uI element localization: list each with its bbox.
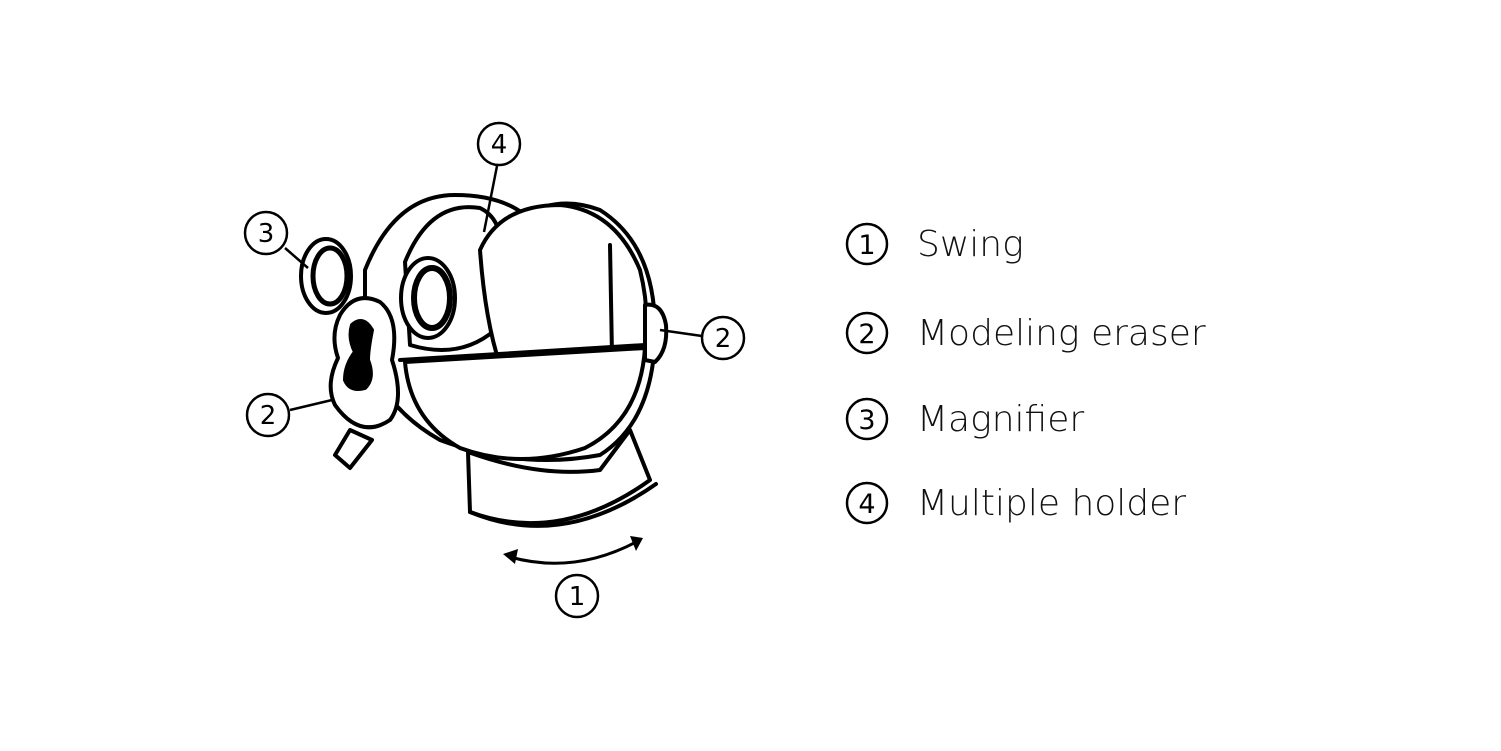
callout-left-upper-circle	[243, 210, 289, 256]
callout-left-lower-number: 2	[260, 401, 277, 431]
callout-bottom: 1	[554, 573, 600, 619]
callout-top-number: 4	[491, 130, 508, 160]
left-eraser-hole	[343, 319, 374, 391]
callout-right-circle	[700, 315, 746, 361]
left-tab	[333, 428, 374, 470]
legend-item-magnifier-label: Magnifier	[917, 399, 1084, 440]
callout-bottom-circle	[554, 573, 600, 619]
callout-left-upper: 3	[243, 210, 289, 256]
legend-item-multiple-holder-number: 4	[858, 489, 875, 520]
belly-band	[398, 343, 647, 362]
right-eraser	[643, 302, 669, 364]
legend-item-magnifier-circle	[845, 397, 889, 441]
swing-base-edge	[468, 482, 658, 528]
legend-item-modeling-eraser-circle	[845, 311, 889, 355]
callout-leaders	[284, 165, 703, 412]
legend-item-swing-circle	[845, 222, 889, 266]
legend-item-magnifier: 3 Magnifier	[845, 397, 1084, 441]
callout-top-circle	[476, 121, 522, 167]
belly	[403, 346, 647, 461]
holder-shell	[478, 203, 649, 367]
leader-left-upper	[284, 247, 309, 269]
legend-item-modeling-eraser: 2 Modeling eraser	[845, 311, 1206, 355]
legend-item-swing: 1 Swing	[845, 222, 1024, 266]
swing-arrow	[503, 536, 643, 565]
holder-divider	[608, 243, 614, 357]
callout-right-number: 2	[715, 324, 732, 354]
magnifier-left-lens	[310, 245, 350, 307]
callout-left-lower: 2	[245, 392, 291, 438]
callout-bottom-number: 1	[569, 582, 586, 612]
legend: 1 Swing 2 Modeling eraser 3 Magnifier 4 …	[845, 222, 1206, 525]
callout-top: 4	[476, 121, 522, 167]
device-illustration	[299, 193, 669, 528]
swing-arrow-left-head	[503, 549, 518, 564]
legend-item-multiple-holder-label: Multiple holder	[917, 483, 1186, 524]
legend-item-multiple-holder-circle	[845, 481, 889, 525]
magnifier-center-lens	[411, 265, 453, 331]
legend-item-swing-number: 1	[858, 230, 875, 261]
callout-left-upper-number: 3	[258, 219, 275, 249]
callout-right: 2	[700, 315, 746, 361]
legend-item-modeling-eraser-number: 2	[858, 319, 875, 350]
swing-base	[466, 428, 652, 526]
legend-item-magnifier-number: 3	[858, 405, 875, 436]
legend-item-modeling-eraser-label: Modeling eraser	[917, 313, 1206, 354]
legend-item-multiple-holder: 4 Multiple holder	[845, 481, 1186, 525]
leader-left-lower	[289, 398, 333, 412]
legend-item-swing-label: Swing	[917, 224, 1024, 265]
leader-top	[482, 165, 499, 233]
leader-right	[659, 328, 703, 338]
swing-arrow-right-head	[630, 536, 643, 551]
callout-left-lower-circle	[245, 392, 291, 438]
